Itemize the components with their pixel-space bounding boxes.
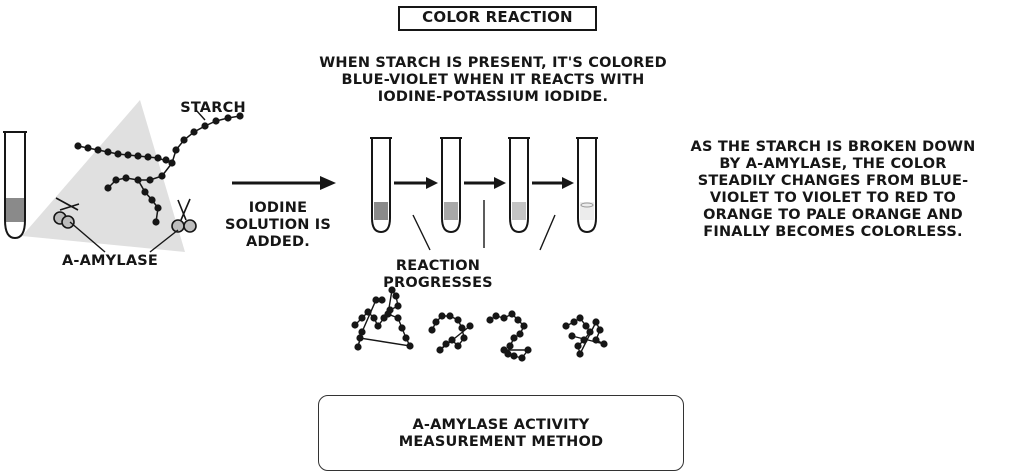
label-line: REACTION <box>395 258 481 274</box>
starch-fragment <box>562 314 608 358</box>
starch-beads <box>74 112 244 226</box>
starch-bead <box>201 122 209 130</box>
method-label: α-AMYLASE ACTIVITY MEASUREMENT METHOD <box>318 417 684 451</box>
test-tube-1 <box>370 137 392 234</box>
caption-line: AS THE STARCH IS BROKEN DOWN <box>690 139 976 155</box>
starch-fragment <box>486 310 532 362</box>
amylase-label: α-AMYLASE <box>61 253 158 269</box>
caption-line: IODINE-POTASSIUM IODIDE. <box>377 89 609 105</box>
starch-bead <box>152 218 160 226</box>
caption-line: VIOLET TO VIOLET TO RED TO <box>709 190 957 206</box>
label-line: ADDED. <box>246 234 310 250</box>
label-line: PROGRESSES <box>383 275 493 291</box>
starch-bead <box>180 136 188 144</box>
iodine-arrow <box>232 176 336 190</box>
starch-bead <box>94 146 102 154</box>
right-caption: AS THE STARCH IS BROKEN DOWN BY α-AMYLAS… <box>648 139 1018 241</box>
starch-bead <box>112 176 120 184</box>
label-line: MEASUREMENT METHOD <box>398 434 604 450</box>
caption-line: ORANGE TO PALE ORANGE AND <box>703 207 963 223</box>
starch-fragments <box>351 286 608 362</box>
starch-bead <box>74 142 82 150</box>
caption-line: BLUE-VIOLET WHEN IT REACTS WITH <box>341 72 645 88</box>
caption-line: BY α-AMYLASE, THE COLOR <box>719 156 947 172</box>
starch-bead <box>134 176 142 184</box>
scissors-icon-2 <box>171 198 197 233</box>
test-tube-3 <box>508 137 530 234</box>
starch-bead <box>158 172 166 180</box>
starch-bead <box>124 151 132 159</box>
starch-bead <box>141 188 149 196</box>
top-caption: WHEN STARCH IS PRESENT, IT'S COLORED BLU… <box>268 55 718 106</box>
diagram-title: COLOR REACTION <box>422 8 573 26</box>
starch-bead <box>172 146 180 154</box>
starch-bead <box>146 176 154 184</box>
caption-line: STEADILY CHANGES FROM BLUE- <box>697 173 969 189</box>
starch-bead <box>190 128 198 136</box>
reaction-progress-label: REACTION PROGRESSES <box>383 258 493 292</box>
starch-bead <box>154 154 162 162</box>
test-tube-start <box>3 131 27 240</box>
starch-bead <box>224 114 232 122</box>
test-tube-2 <box>440 137 462 234</box>
starch-bead <box>154 204 162 212</box>
starch-label: STARCH <box>180 100 246 116</box>
iodine-label: IODINE SOLUTION IS ADDED. <box>222 200 334 251</box>
caption-line: WHEN STARCH IS PRESENT, IT'S COLORED <box>319 55 667 71</box>
starch-fragment <box>351 286 414 351</box>
progress-arrow <box>532 177 574 189</box>
starch-bead <box>134 152 142 160</box>
starch-bead <box>162 156 170 164</box>
scissors-icon <box>53 197 80 229</box>
starch-bead <box>144 153 152 161</box>
starch-bead <box>114 150 122 158</box>
leader-line <box>539 214 556 251</box>
starch-fragment <box>428 312 474 354</box>
starch-bead <box>104 184 112 192</box>
label-line: α-AMYLASE ACTIVITY <box>412 417 590 433</box>
tube-series <box>370 137 598 234</box>
starch-bead <box>236 112 244 120</box>
starch-bead <box>168 159 176 167</box>
label-line: IODINE <box>248 200 308 216</box>
caption-line: FINALLY BECOMES COLORLESS. <box>703 224 963 240</box>
leader-line <box>412 214 431 251</box>
test-tube-4 <box>576 137 598 234</box>
progress-arrow <box>464 177 506 189</box>
starch-bead <box>122 174 130 182</box>
starch-bead <box>84 144 92 152</box>
starch-bead <box>148 196 156 204</box>
leader-line <box>195 109 206 121</box>
title-box <box>398 6 597 31</box>
method-box <box>318 395 684 471</box>
starch-bead <box>212 117 220 125</box>
leader-line <box>69 221 106 253</box>
progress-arrow <box>394 177 438 189</box>
leader-line <box>149 229 179 253</box>
starch-bead <box>104 148 112 156</box>
label-line: SOLUTION IS <box>224 217 332 233</box>
